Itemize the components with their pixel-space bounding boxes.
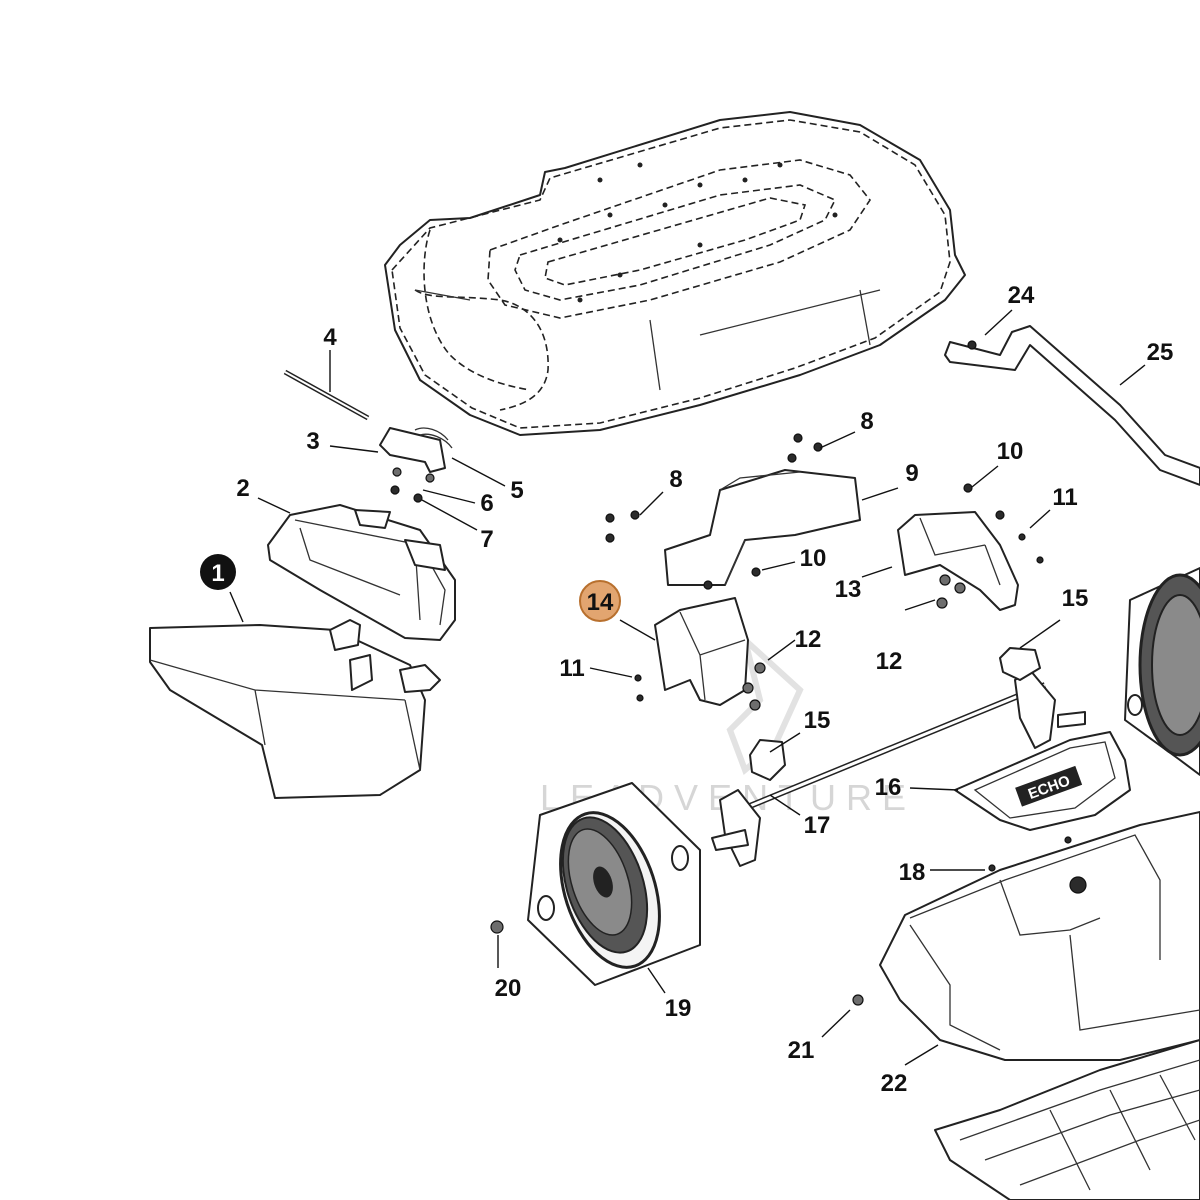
callout-14-highlight <box>579 580 621 622</box>
housing-part-22 <box>852 811 1200 1061</box>
callout-11a: 11 <box>1052 484 1077 511</box>
callout-10a: 10 <box>997 438 1024 465</box>
leader-lines <box>229 309 1146 1066</box>
callout-10b: 10 <box>800 545 827 572</box>
callout-17: 17 <box>804 812 831 839</box>
callout-15b: 15 <box>804 707 831 734</box>
callout-6: 6 <box>480 490 493 517</box>
tray-part-23 <box>934 1039 1200 1200</box>
callout-3: 3 <box>306 428 319 455</box>
callout-8a: 8 <box>669 466 682 493</box>
callout-15a: 15 <box>1062 585 1089 612</box>
callout-8b: 8 <box>860 408 873 435</box>
callout-12b: 12 <box>876 648 903 675</box>
callout-22: 22 <box>881 1070 908 1097</box>
callout-7: 7 <box>480 526 493 553</box>
callout-13: 13 <box>835 576 862 603</box>
callout-25: 25 <box>1147 339 1174 366</box>
guard-part-2 <box>267 504 456 641</box>
callout-24: 24 <box>1008 282 1035 309</box>
callout-1: 1 <box>211 560 224 587</box>
callout-labels: 1 2 3 4 5 6 7 8 8 9 10 10 11 11 12 12 13… <box>200 282 1173 1097</box>
callout-21: 21 <box>788 1037 815 1064</box>
callout-18: 18 <box>899 859 926 886</box>
bracket-parts-8-14 <box>605 433 1044 711</box>
rear-flap-part-1 <box>149 619 441 799</box>
callout-19: 19 <box>665 995 692 1022</box>
brand-panel-part-16: ECHO <box>954 731 1131 872</box>
rear-axle-part-17 <box>711 647 1086 867</box>
callout-9: 9 <box>905 460 918 487</box>
mower-deck <box>384 111 966 436</box>
callout-12a: 12 <box>795 626 822 653</box>
callout-20: 20 <box>495 975 522 1002</box>
callout-2: 2 <box>236 475 249 502</box>
callout-14: 14 <box>587 589 614 616</box>
hinge-parts-3-7 <box>283 369 453 503</box>
callout-11b: 11 <box>559 655 584 682</box>
callout-1-marker <box>200 554 236 590</box>
handle-parts-24-25 <box>944 325 1200 486</box>
callout-16: 16 <box>875 774 902 801</box>
callout-5: 5 <box>510 477 523 504</box>
callout-4: 4 <box>323 324 337 351</box>
front-wheel-right <box>1124 567 1200 776</box>
rear-wheel-part-19 <box>490 782 701 986</box>
